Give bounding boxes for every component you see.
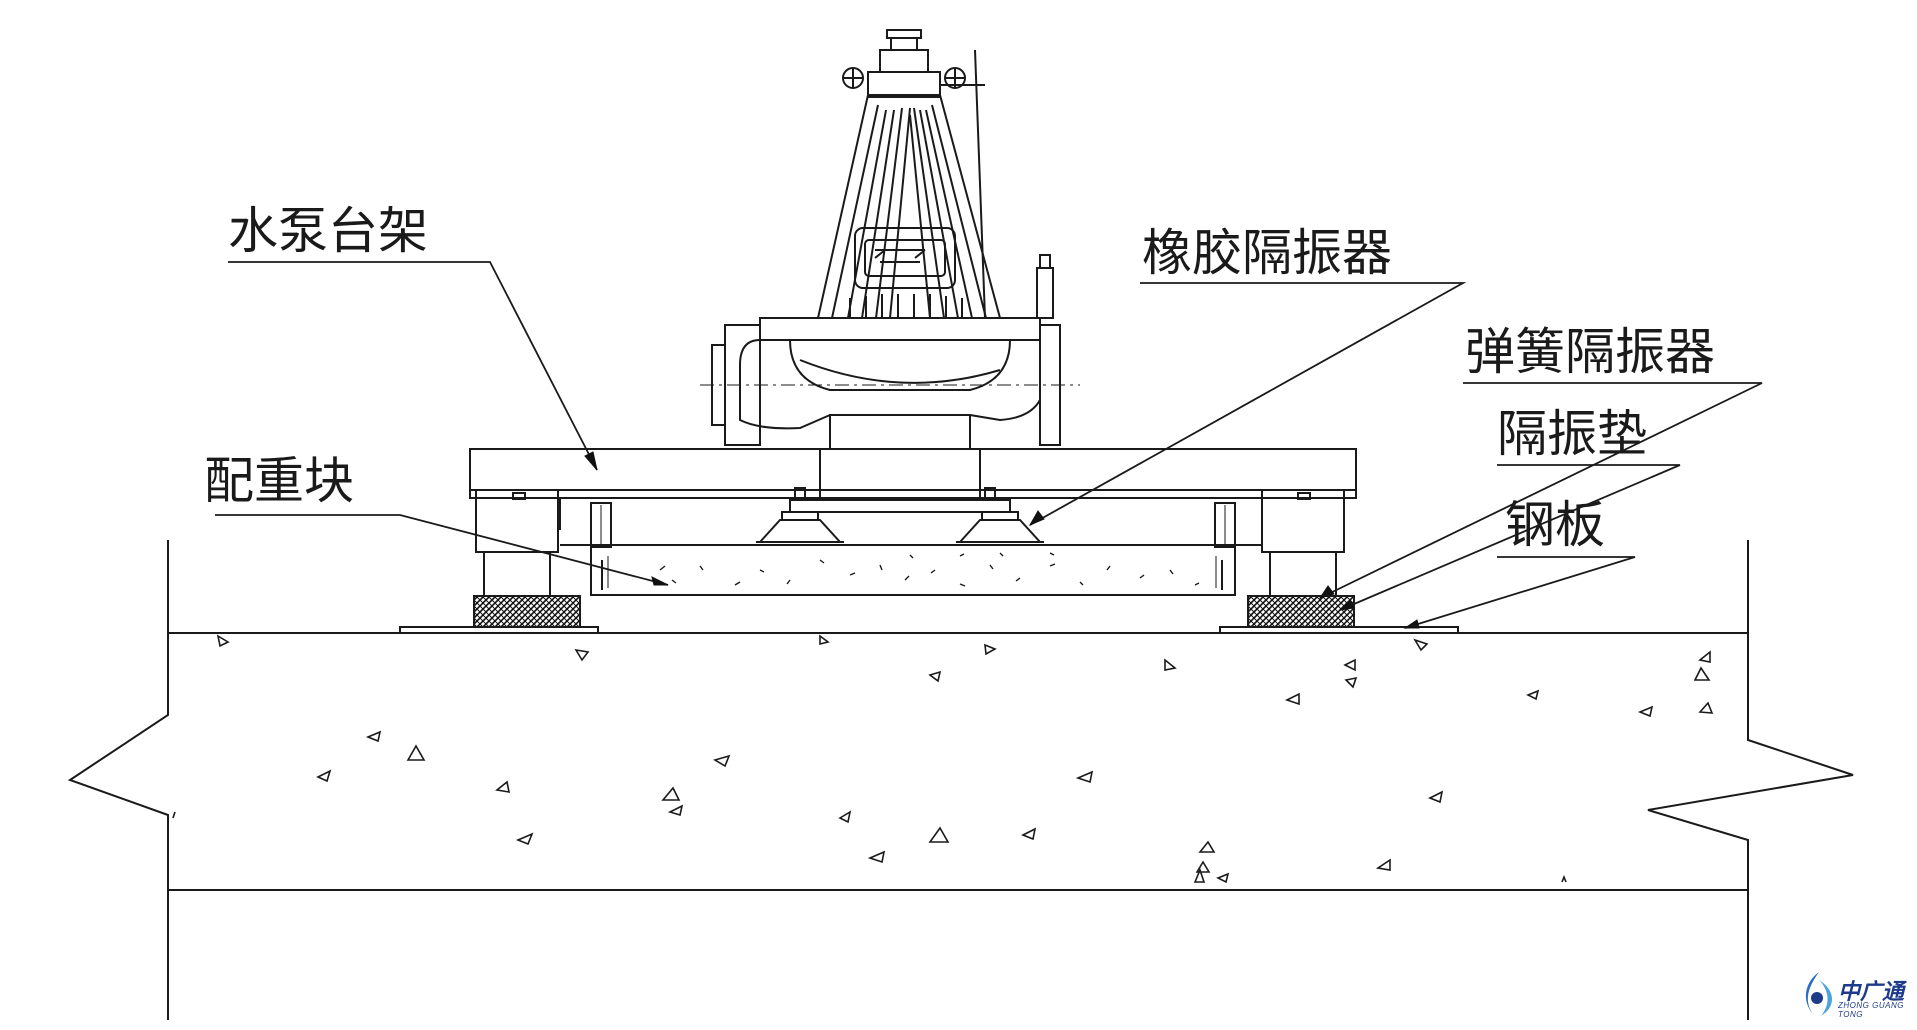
concrete-aggregate	[172, 634, 1714, 884]
pump-flanges	[700, 324, 1080, 446]
logo-subtitle: ZHONG GUANG TONG	[1838, 1001, 1904, 1019]
zgt-logo-mark	[1805, 972, 1833, 1016]
label-spring-isolator: 弹簧隔振器	[1465, 323, 1715, 381]
pump-motor	[817, 29, 1054, 319]
pump-casing	[739, 317, 1041, 430]
counterweight-block	[590, 545, 1236, 596]
label-counterweight: 配重块	[204, 452, 354, 510]
label-rubber-isolator: 橡胶隔振器	[1142, 224, 1392, 282]
logo-name: 中广通	[1838, 980, 1905, 1005]
rubber-isolator-left	[756, 511, 844, 543]
spring-isolator-right	[1247, 489, 1355, 628]
pump-frame-platform	[469, 448, 1357, 548]
label-isolation-pad: 隔振垫	[1497, 405, 1647, 463]
counterweight-speckles	[659, 552, 1200, 587]
pump-base	[789, 414, 1011, 513]
leader-lines	[215, 261, 1763, 629]
label-steel-plate: 钢板	[1505, 496, 1605, 554]
leader-arrowheads	[584, 451, 1420, 629]
concrete-foundation	[67, 540, 1854, 1020]
zgt-logo: 中广通 ZHONG GUANG TONG	[1792, 968, 1910, 1020]
rubber-isolator-right	[956, 511, 1044, 543]
label-pump-frame: 水泵台架	[228, 202, 428, 260]
